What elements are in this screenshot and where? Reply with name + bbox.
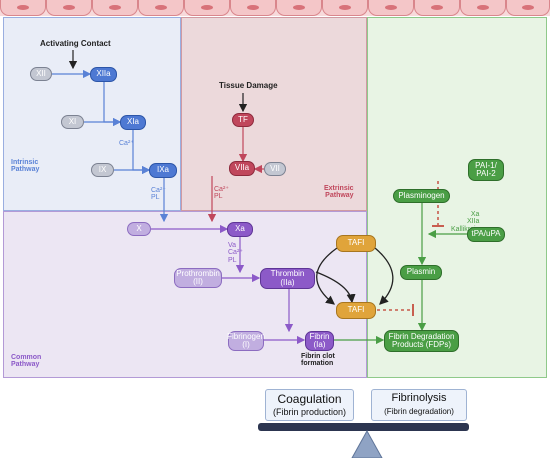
balance-beam	[258, 423, 469, 431]
common-pathway-label: Common Pathway	[11, 354, 42, 369]
balance-fulcrum	[351, 429, 383, 458]
tafi-top: TAFI	[336, 235, 376, 252]
coagulation-title: Coagulation	[277, 392, 342, 406]
factor-xa: Xa	[227, 222, 253, 237]
tafi-bottom: TAFI	[336, 302, 376, 319]
endothelial-cell	[368, 0, 414, 16]
factor-fibrin: Fibrin (Ia)	[305, 331, 334, 351]
factor-xi: XI	[61, 115, 84, 129]
fibrinolysis-subtitle: (Fibrin degradation)	[384, 407, 454, 416]
tissue-damage-label: Tissue Damage	[219, 81, 278, 90]
endothelial-cell	[138, 0, 184, 16]
endothelial-cell	[414, 0, 460, 16]
fibrinolysis-box: Fibrinolysis (Fibrin degradation)	[371, 389, 467, 421]
factor-xii: XII	[30, 67, 52, 81]
common-panel	[3, 211, 367, 378]
activators-label: Xa XIIa Kallikrain	[451, 211, 480, 233]
arrow-xia-to-ixa	[132, 130, 151, 175]
activating-contact-label: Activating Contact	[40, 39, 111, 48]
intrinsic-pathway-label: Intrinsic Pathway	[11, 159, 40, 174]
factor-fibrinogen: Fibrinogen (I)	[227, 331, 265, 351]
cofactor-ca-xi: Ca²⁺	[119, 140, 134, 147]
plasmin: Plasmin	[400, 265, 442, 280]
fibrin-degradation-products: Fibrin Degradation Products (FDPs)	[384, 330, 459, 352]
factor-tf: TF	[232, 113, 254, 127]
endothelial-cell	[230, 0, 276, 16]
coagulation-box: Coagulation (Fibrin production)	[265, 389, 354, 421]
cofactor-ca-pl-vii: Ca²⁺ PL	[214, 186, 229, 201]
fibrin-clot-label: Fibrin clot formation	[301, 353, 335, 368]
fibrinolysis-title: Fibrinolysis	[391, 392, 447, 404]
pai-inhibitor: PAI-1/ PAI-2	[468, 159, 504, 181]
endothelial-cell	[460, 0, 506, 16]
tpa-upa: tPA/uPA	[467, 227, 505, 242]
arrow-tafi-cycle-left	[316, 247, 338, 305]
endothelium-strip	[0, 0, 550, 16]
plasminogen: Plasminogen	[393, 189, 450, 203]
factor-prothrombin: Prothrombin (II)	[174, 268, 222, 288]
coagulation-subtitle: (Fibrin production)	[272, 407, 347, 417]
factor-x: X	[127, 222, 151, 236]
endothelial-cell	[322, 0, 368, 16]
arrow-xiia-to-xia	[103, 82, 122, 127]
factor-ixa: IXa	[149, 163, 177, 178]
factor-thrombin: Thrombin (IIa)	[260, 268, 315, 289]
arrow-thrombin-to-tafi	[315, 271, 356, 304]
cofactor-ca-pl-ix: Ca²⁺ PL	[151, 187, 166, 202]
endothelial-cell	[0, 0, 46, 16]
factor-ix: IX	[91, 163, 114, 177]
factor-xia: XIa	[120, 115, 146, 130]
arrow-tafi-cycle-right	[374, 247, 394, 305]
intrinsic-panel	[3, 17, 181, 211]
factor-xiia: XIIa	[90, 67, 117, 82]
endothelial-cell	[46, 0, 92, 16]
cofactor-va-ca-pl: Va Ca²⁺ PL	[228, 242, 243, 264]
endothelial-cell	[92, 0, 138, 16]
endothelial-cell	[276, 0, 322, 16]
extrinsic-pathway-label: Extrinsic Pathway	[324, 185, 354, 200]
endothelial-cell	[184, 0, 230, 16]
factor-vii: VII	[264, 162, 286, 176]
factor-viia: VIIa	[229, 161, 255, 176]
